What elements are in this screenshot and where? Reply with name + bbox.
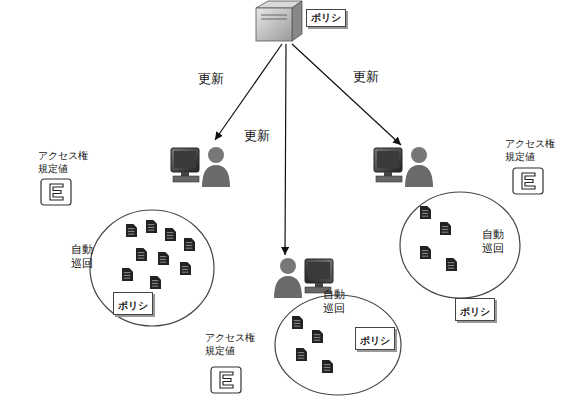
access-default-icon: [211, 367, 241, 393]
patrol-circle: [90, 210, 214, 326]
edge-label: 更新: [197, 70, 225, 88]
document-icon: [180, 262, 191, 275]
policy-server: ポリシ: [250, 0, 350, 44]
document-icon: [322, 360, 333, 373]
access-default-label: アクセス権 規定値: [38, 150, 91, 175]
server-icon: [292, 1, 302, 41]
patrol-circle: [90, 192, 520, 395]
access-default-label: アクセス権 規定値: [505, 138, 558, 163]
policy-label: ポリシ: [360, 334, 390, 348]
document-icon: [165, 228, 176, 241]
patrol-group: ポリシ 自動 巡回: [65, 140, 240, 330]
document-icon: [150, 276, 161, 289]
update-arrow: [215, 44, 282, 140]
policy-label: ポリシ: [306, 9, 346, 27]
document-icon: [446, 258, 457, 271]
edge-label: 更新: [352, 68, 380, 86]
document-icon: [146, 220, 157, 233]
server-icon: [256, 8, 292, 41]
document-icon: [126, 224, 137, 237]
patrol-label: 自動 巡回: [323, 288, 348, 316]
access-default-icon: [41, 168, 543, 393]
patrol-group: ポリシ 自動 巡回: [370, 145, 525, 317]
policy-label: ポリシ: [118, 299, 148, 313]
client-computer: [171, 147, 230, 187]
document-icon: [296, 348, 307, 361]
client-computer: [374, 147, 433, 187]
document-icon: [136, 248, 147, 261]
policy-label: ポリシ: [460, 305, 490, 319]
document-icon: [158, 252, 169, 265]
access-default-label: アクセス権 規定値: [205, 332, 258, 357]
access-default-icon: [513, 168, 543, 194]
patrol-label: 自動 巡回: [482, 228, 507, 256]
document-icon: [420, 246, 431, 259]
update-arrow: [284, 44, 286, 255]
edge-label: 更新: [243, 127, 271, 145]
patrol-group: ポリシ 自動 巡回: [265, 255, 405, 397]
policy-tag: ポリシ: [113, 292, 153, 315]
server-icon: [261, 15, 287, 19]
document-icon: [420, 206, 431, 219]
patrol-label: 自動 巡回: [71, 243, 96, 271]
access-default-icon: [41, 179, 71, 205]
document-icon: [122, 268, 133, 281]
policy-tag: ポリシ: [455, 298, 495, 321]
update-arrow: [292, 44, 401, 145]
patrol-circle: [400, 192, 520, 298]
document-icon: [440, 222, 451, 235]
policy-tag: ポリシ: [355, 327, 395, 350]
document-icon: [312, 330, 323, 343]
document-icon: [292, 316, 303, 329]
document-icon: [122, 206, 457, 373]
document-icon: [184, 238, 195, 251]
server-icon: [256, 1, 302, 41]
